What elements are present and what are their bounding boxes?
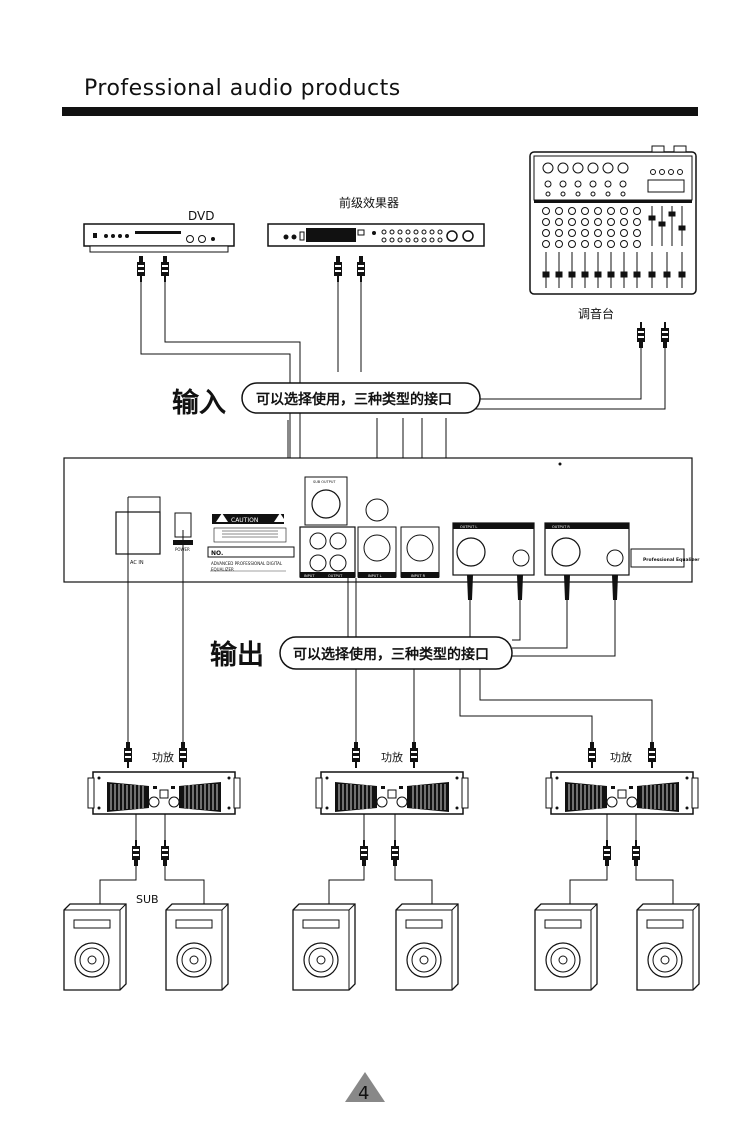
speaker-3-right [636,903,700,991]
input-callout [241,382,481,414]
preamp-rca-plug-right [357,256,365,282]
amp3-plug-right [648,742,656,768]
amplifier-1 [87,771,241,815]
output-callout-text: 可以选择使用，三种类型的接口 [293,646,489,663]
input-l-label: INPUT L [368,574,382,578]
speaker-2-left [292,903,356,991]
model-line-2: EQUALIZER [211,567,234,572]
model-line-1: ADVANCED PROFESSIONAL DIGITAL [211,561,283,566]
page-number: 4 [358,1083,369,1104]
serial-label: NO. [211,550,223,557]
amp1-out-plug-left [132,840,140,866]
mixer-rca-plug-left [637,322,645,348]
amp3-out-plug-left [603,840,611,866]
speaker-sub-right [165,903,229,991]
input-callout-text: 可以选择使用，三种类型的接口 [256,391,452,408]
output-l-label: OUTPUT L [460,525,477,529]
sub-label: SUB [136,893,159,906]
amp2-out-plug-right [391,840,399,866]
input-r-label: INPUT R [411,574,426,578]
page-header-title: Professional audio products [84,76,401,101]
mixer-rca-plug-right [661,322,669,348]
input-section-title: 输入 [172,387,226,419]
amp2-label: 功放 [381,750,403,764]
preamp-rca-plug-left [334,256,342,282]
speaker-2-right [395,903,459,991]
speaker-wiring [99,814,674,904]
page-number-triangle [345,1072,385,1102]
dvd-player [83,223,235,253]
amp1-plug-left [124,742,132,768]
preamp-label: 前级效果器 [339,195,399,210]
amp1-out-plug-right [161,840,169,866]
amp3-out-plug-right [632,840,640,866]
dvd-rca-plug-left [137,256,145,282]
amp1-plug-right [179,742,187,768]
caution-label: CAUTION [231,517,258,524]
amp1-label: 功放 [152,750,174,764]
output-callout [279,636,513,670]
mixer-console [529,145,697,295]
speaker-sub-left [63,903,127,991]
output-section-title: 输出 [210,639,264,671]
preamp-effects-unit [267,223,485,247]
dvd-label: DVD [188,209,214,223]
amplifier-2 [315,771,469,815]
equalizer-rear-panel [63,457,693,583]
amp3-label: 功放 [610,750,632,764]
amp2-plug-left [352,742,360,768]
rca-output-label: OUTPUT [328,574,343,578]
amp3-plug-left [588,742,596,768]
output-wiring [127,497,653,746]
sub-output-label: SUB OUTPUT [313,480,336,484]
output-r-label: OUTPUT R [552,525,570,529]
ac-in-label: AC IN [130,560,144,566]
mixer-label: 调音台 [578,306,614,321]
dvd-rca-plug-right [161,256,169,282]
rca-input-label: INPUT [304,574,315,578]
amp2-out-plug-left [360,840,368,866]
ce-label: Professional Equalizer [643,557,700,563]
amp2-plug-right [410,742,418,768]
speaker-3-left [534,903,598,991]
amplifier-3 [545,771,699,815]
header-rule [62,107,698,116]
